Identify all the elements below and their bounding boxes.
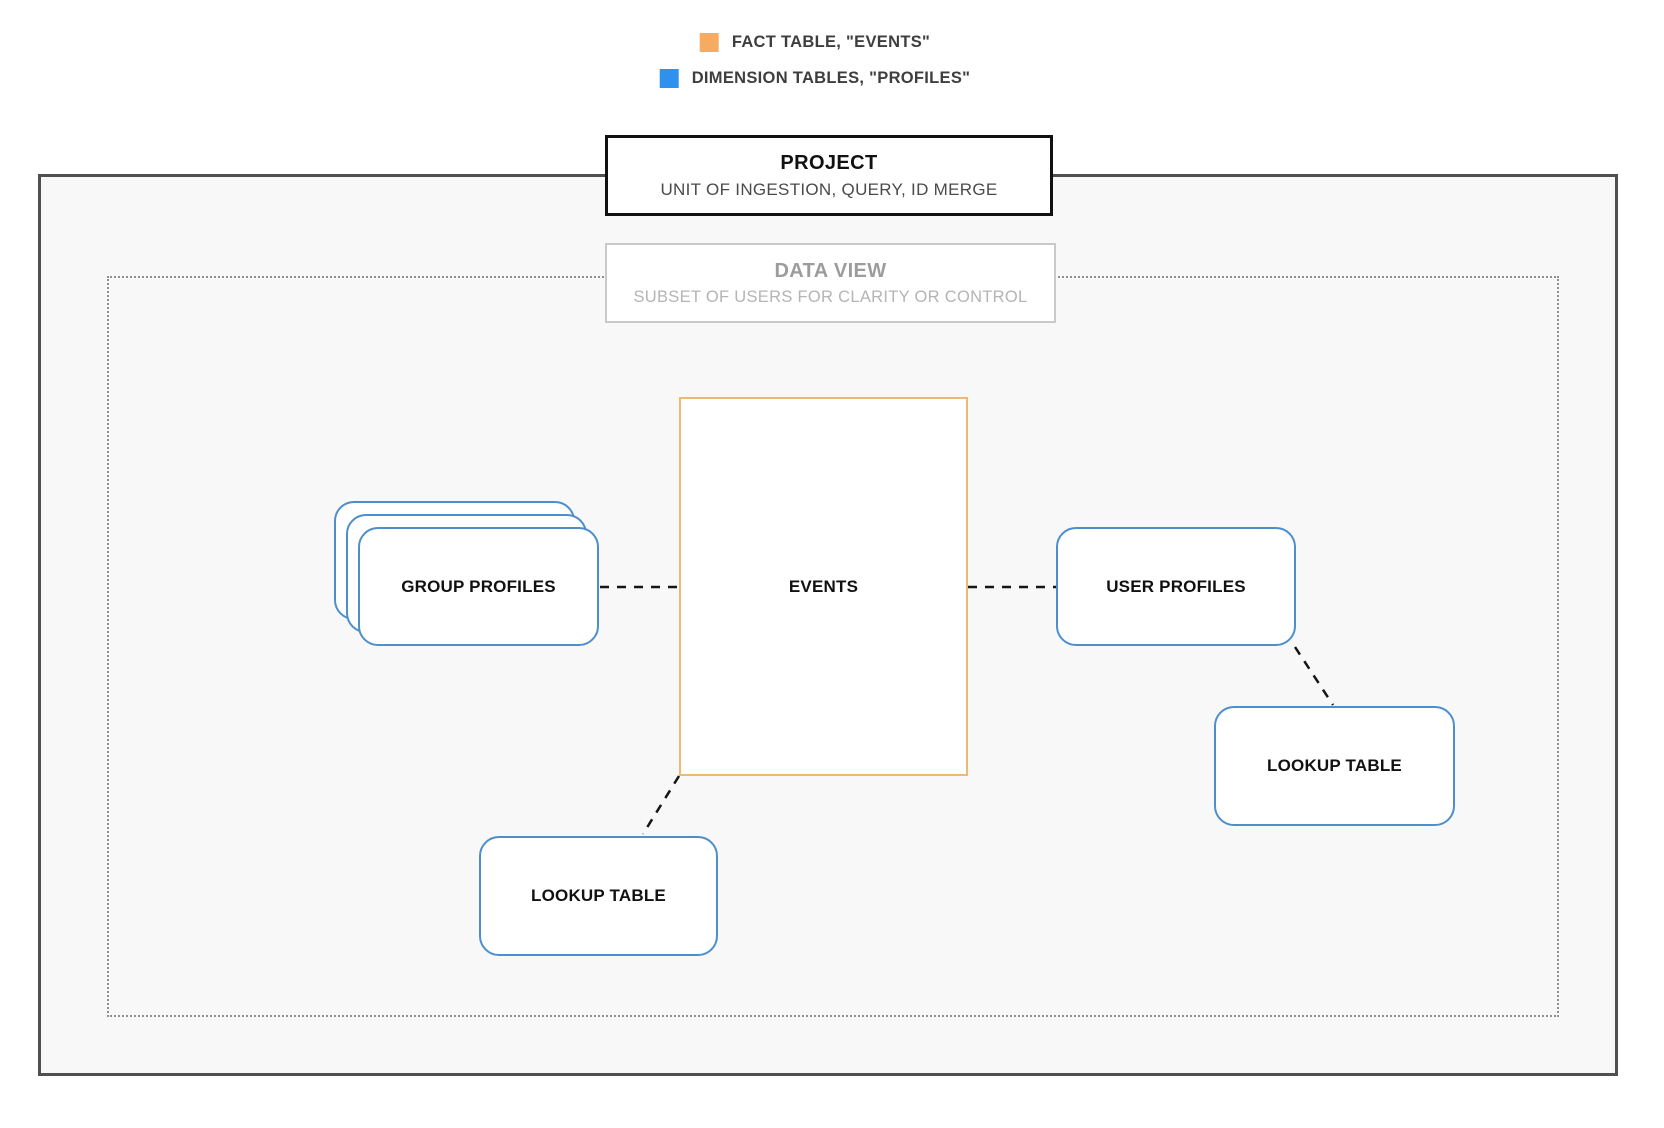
node-group-profiles: GROUP PROFILES (358, 527, 599, 646)
legend-label-dimension-tables: DIMENSION TABLES, "PROFILES" (691, 69, 971, 87)
node-lookup-table-right-label: LOOKUP TABLE (1267, 756, 1402, 775)
node-events: EVENTS (679, 397, 968, 776)
data-view-subtitle: SUBSET OF USERS FOR CLARITY OR CONTROL (633, 287, 1028, 306)
node-events-label: EVENTS (788, 576, 859, 596)
legend-item-fact-table: FACT TABLE, "EVENTS" (699, 33, 931, 52)
node-user-profiles: USER PROFILES (1056, 527, 1296, 646)
node-user-profiles-label: USER PROFILES (1106, 576, 1246, 596)
node-lookup-table-bottom: LOOKUP TABLE (479, 836, 718, 956)
node-group-profiles-label: GROUP PROFILES (401, 576, 556, 596)
project-subtitle: UNIT OF INGESTION, QUERY, ID MERGE (660, 179, 998, 199)
node-lookup-table-right: LOOKUP TABLE (1214, 706, 1455, 826)
fact-table-swatch-icon (699, 33, 719, 52)
legend: FACT TABLE, "EVENTS" DIMENSION TABLES, "… (659, 33, 971, 88)
project-box: PROJECT UNIT OF INGESTION, QUERY, ID MER… (605, 135, 1053, 216)
data-view-title: DATA VIEW (774, 259, 887, 282)
legend-label-fact-table: FACT TABLE, "EVENTS" (731, 33, 931, 51)
project-title: PROJECT (780, 151, 878, 174)
node-lookup-table-bottom-label: LOOKUP TABLE (531, 886, 666, 905)
legend-item-dimension-tables: DIMENSION TABLES, "PROFILES" (659, 69, 971, 88)
dimension-tables-swatch-icon (659, 69, 679, 88)
data-view-box: DATA VIEW SUBSET OF USERS FOR CLARITY OR… (605, 243, 1056, 323)
